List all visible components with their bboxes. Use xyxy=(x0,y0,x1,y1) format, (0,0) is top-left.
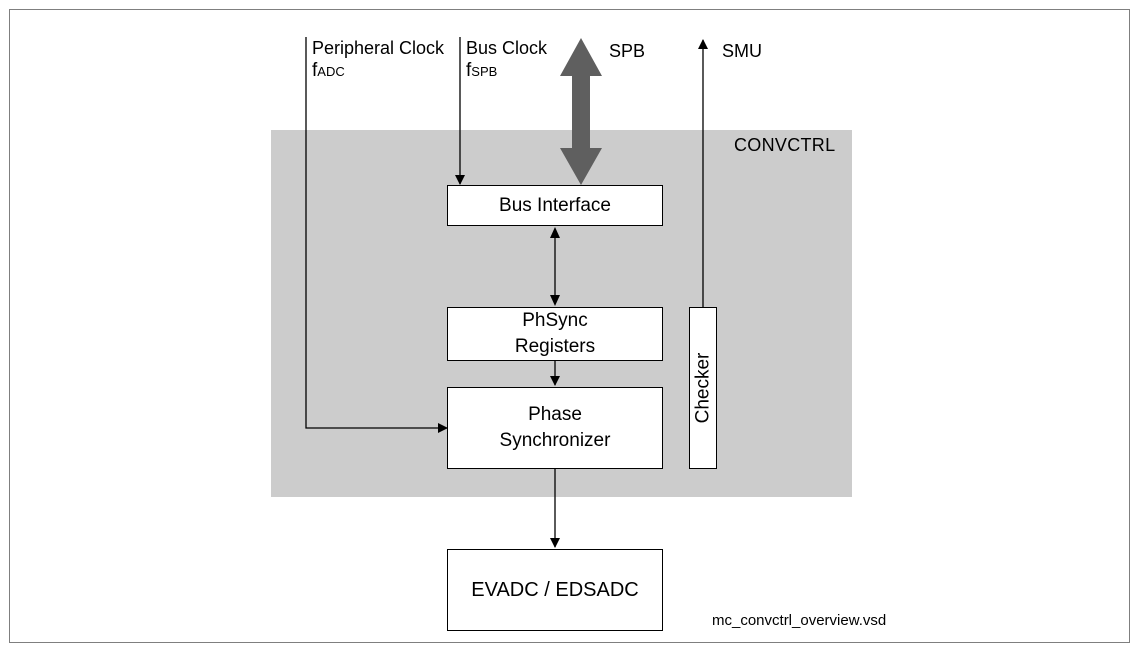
bus-clock-label: Bus Clock fSPB xyxy=(466,37,547,83)
spb-label: SPB xyxy=(609,41,646,61)
phsync-registers-block: PhSync Registers xyxy=(447,307,663,361)
diagram-frame xyxy=(9,9,1130,643)
bus-interface-block: Bus Interface xyxy=(447,185,663,226)
bus-clock-freq: fSPB xyxy=(466,59,547,83)
peripheral-clock-subscript: ADC xyxy=(317,64,345,79)
evadc-edsadc-block: EVADC / EDSADC xyxy=(447,549,663,631)
peripheral-clock-freq: fADC xyxy=(312,59,444,83)
convctrl-label: CONVCTRL xyxy=(734,135,836,155)
phsync-text-line1: PhSync xyxy=(522,310,588,331)
checker-text: Checker xyxy=(692,352,713,424)
bus-clock-symbol: f xyxy=(466,60,472,81)
peripheral-clock-text: Peripheral Clock xyxy=(312,38,445,58)
phase-text-line1: Phase xyxy=(528,404,582,425)
phase-text-line2: Synchronizer xyxy=(499,430,611,451)
file-name-label: mc_convctrl_overview.vsd xyxy=(712,612,887,629)
bus-clock-text: Bus Clock xyxy=(466,38,548,58)
evadc-text: EVADC / EDSADC xyxy=(471,579,639,601)
bus-clock-subscript: SPB xyxy=(471,64,498,79)
peripheral-clock-label: Peripheral Clock fADC xyxy=(312,37,444,83)
phsync-text-line2: Registers xyxy=(514,336,596,357)
checker-block: Checker xyxy=(689,307,717,469)
bus-interface-text: Bus Interface xyxy=(499,194,611,216)
peripheral-clock-symbol: f xyxy=(312,60,318,81)
smu-label: SMU xyxy=(722,41,762,61)
phase-synchronizer-block: Phase Synchronizer xyxy=(447,387,663,469)
